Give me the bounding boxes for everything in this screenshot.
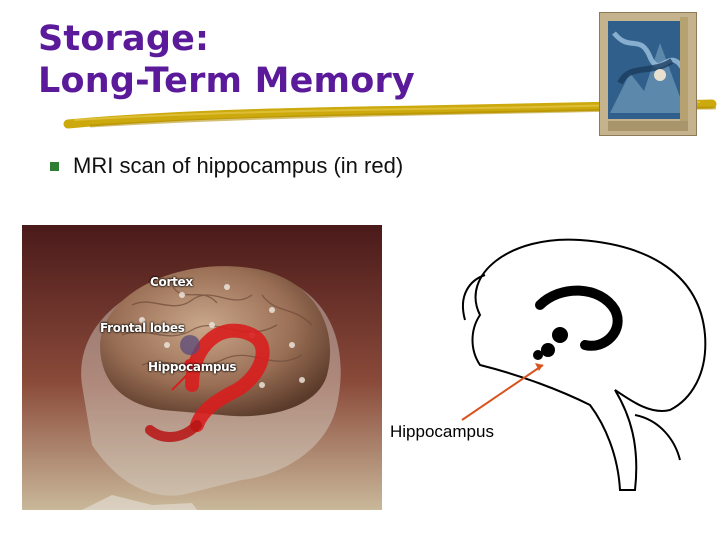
mri-label-frontal-lobes: Frontal lobes bbox=[100, 321, 185, 335]
title-line-1: Storage: bbox=[38, 19, 210, 59]
bullet-item: MRI scan of hippocampus (in red) bbox=[50, 153, 403, 179]
diagram-label-hippocampus: Hippocampus bbox=[390, 422, 494, 441]
square-bullet-icon bbox=[50, 161, 59, 171]
pointer-arrow-icon bbox=[461, 364, 544, 421]
slide-title: Storage: Long-Term Memory bbox=[38, 18, 415, 102]
mri-label-hippocampus: Hippocampus bbox=[148, 360, 237, 374]
bullet-text: MRI scan of hippocampus (in red) bbox=[73, 153, 404, 178]
title-line-2: Long-Term Memory bbox=[38, 61, 415, 101]
brain-diagram bbox=[461, 238, 707, 491]
mri-label-cortex: Cortex bbox=[150, 275, 193, 289]
book-cover-image bbox=[599, 12, 697, 136]
mri-scan-image: Cortex Frontal lobes Hippocampus bbox=[22, 225, 382, 510]
